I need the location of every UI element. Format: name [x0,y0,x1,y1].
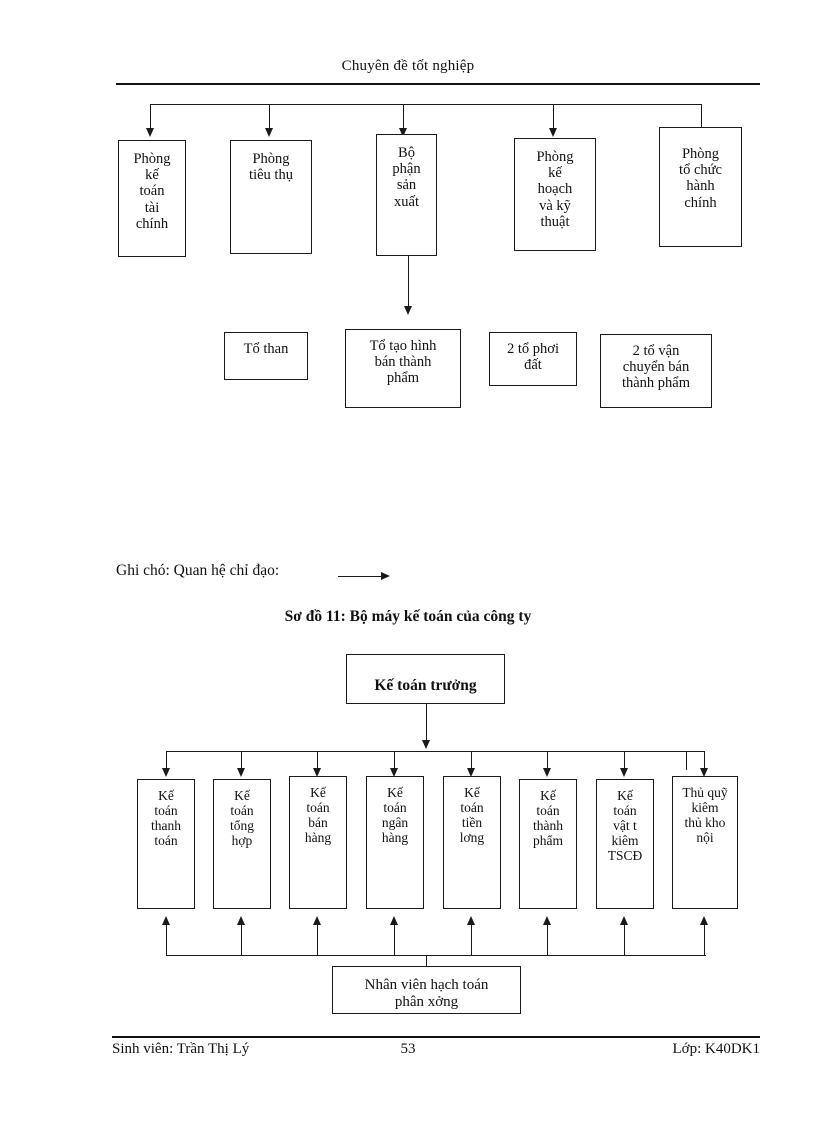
acct-up-stem-7 [624,925,625,955]
acct-up-stem-4 [394,925,395,955]
acct-up-stem-2 [241,925,242,955]
acct-up-arrow-2-icon [237,916,245,925]
orgchart-arrow-3-icon [399,128,407,137]
production-connector [408,256,409,308]
figure-caption: Sơ đồ 11: Bộ máy kế toán của công ty [284,608,532,625]
org-box-level2-1[interactable]: Tổ than [224,332,308,380]
org-box-level2-1-label: Tổ than [243,341,289,357]
acct-stem-4 [394,751,395,770]
acct-horizontal-bus [166,751,686,752]
acct-bottom-stem [426,955,427,966]
acct-up-stem-8 [704,925,705,955]
acct-bus-extension [686,751,704,752]
footer-divider [112,1036,760,1038]
acct-bottom-bus [166,955,706,956]
acct-up-arrow-6-icon [543,916,551,925]
orgchart-arrow-2-icon [265,128,273,137]
right-arrow-icon [381,571,390,580]
acct-root-stem [426,704,427,742]
acct-up-stem-6 [547,925,548,955]
acct-arrow-2-icon [237,768,245,777]
acct-root-box[interactable]: Kế toán trưởng [346,654,505,704]
production-arrow-icon [404,306,412,315]
acct-stem-2 [241,751,242,770]
acct-root-label: Kế toán trưởng [374,677,477,695]
acct-stem-5 [471,751,472,770]
acct-arrow-5-icon [467,768,475,777]
acct-arrow-4-icon [390,768,398,777]
orgchart-stem-2 [269,104,270,130]
acct-arrow-7-icon [620,768,628,777]
acct-arrow-6-icon [543,768,551,777]
acct-up-arrow-4-icon [390,916,398,925]
acct-up-stem-3 [317,925,318,955]
orgchart-arrow-4-icon [549,128,557,137]
acct-arrow-3-icon [313,768,321,777]
legend-text: Ghi chó: Quan hệ chỉ đạo: [116,562,280,579]
orgchart-stem-1 [150,104,151,130]
orgchart-horizontal-bus [150,104,702,105]
acct-arrow-8-icon [700,768,708,777]
acct-up-arrow-1-icon [162,916,170,925]
legend-arrow-line [338,576,382,577]
page-header-title: Chuyên đề tốt nghiệp [341,58,475,74]
acct-arrow-1-icon [162,768,170,777]
orgchart-stem-4 [553,104,554,130]
acct-stem-1 [166,751,167,770]
orgchart-arrow-1-icon [146,128,154,137]
acct-up-arrow-5-icon [467,916,475,925]
acct-stem-7 [624,751,625,770]
orgchart-stem-5 [701,104,702,130]
footer-student: Sinh viên: Trần Thị Lý [112,1041,250,1057]
acct-stem-8 [686,751,687,770]
acct-up-arrow-8-icon [700,916,708,925]
acct-up-arrow-7-icon [620,916,628,925]
orgchart-stem-3 [403,104,404,130]
header-divider [116,83,760,85]
acct-root-arrow-icon [422,740,430,749]
acct-up-stem-5 [471,925,472,955]
acct-up-stem-1 [166,925,167,955]
acct-stem-3 [317,751,318,770]
footer-page-number: 53 [400,1041,416,1057]
acct-stem-8b [704,751,705,770]
acct-up-arrow-3-icon [313,916,321,925]
footer-class: Lớp: K40DK1 [672,1041,760,1057]
acct-stem-6 [547,751,548,770]
